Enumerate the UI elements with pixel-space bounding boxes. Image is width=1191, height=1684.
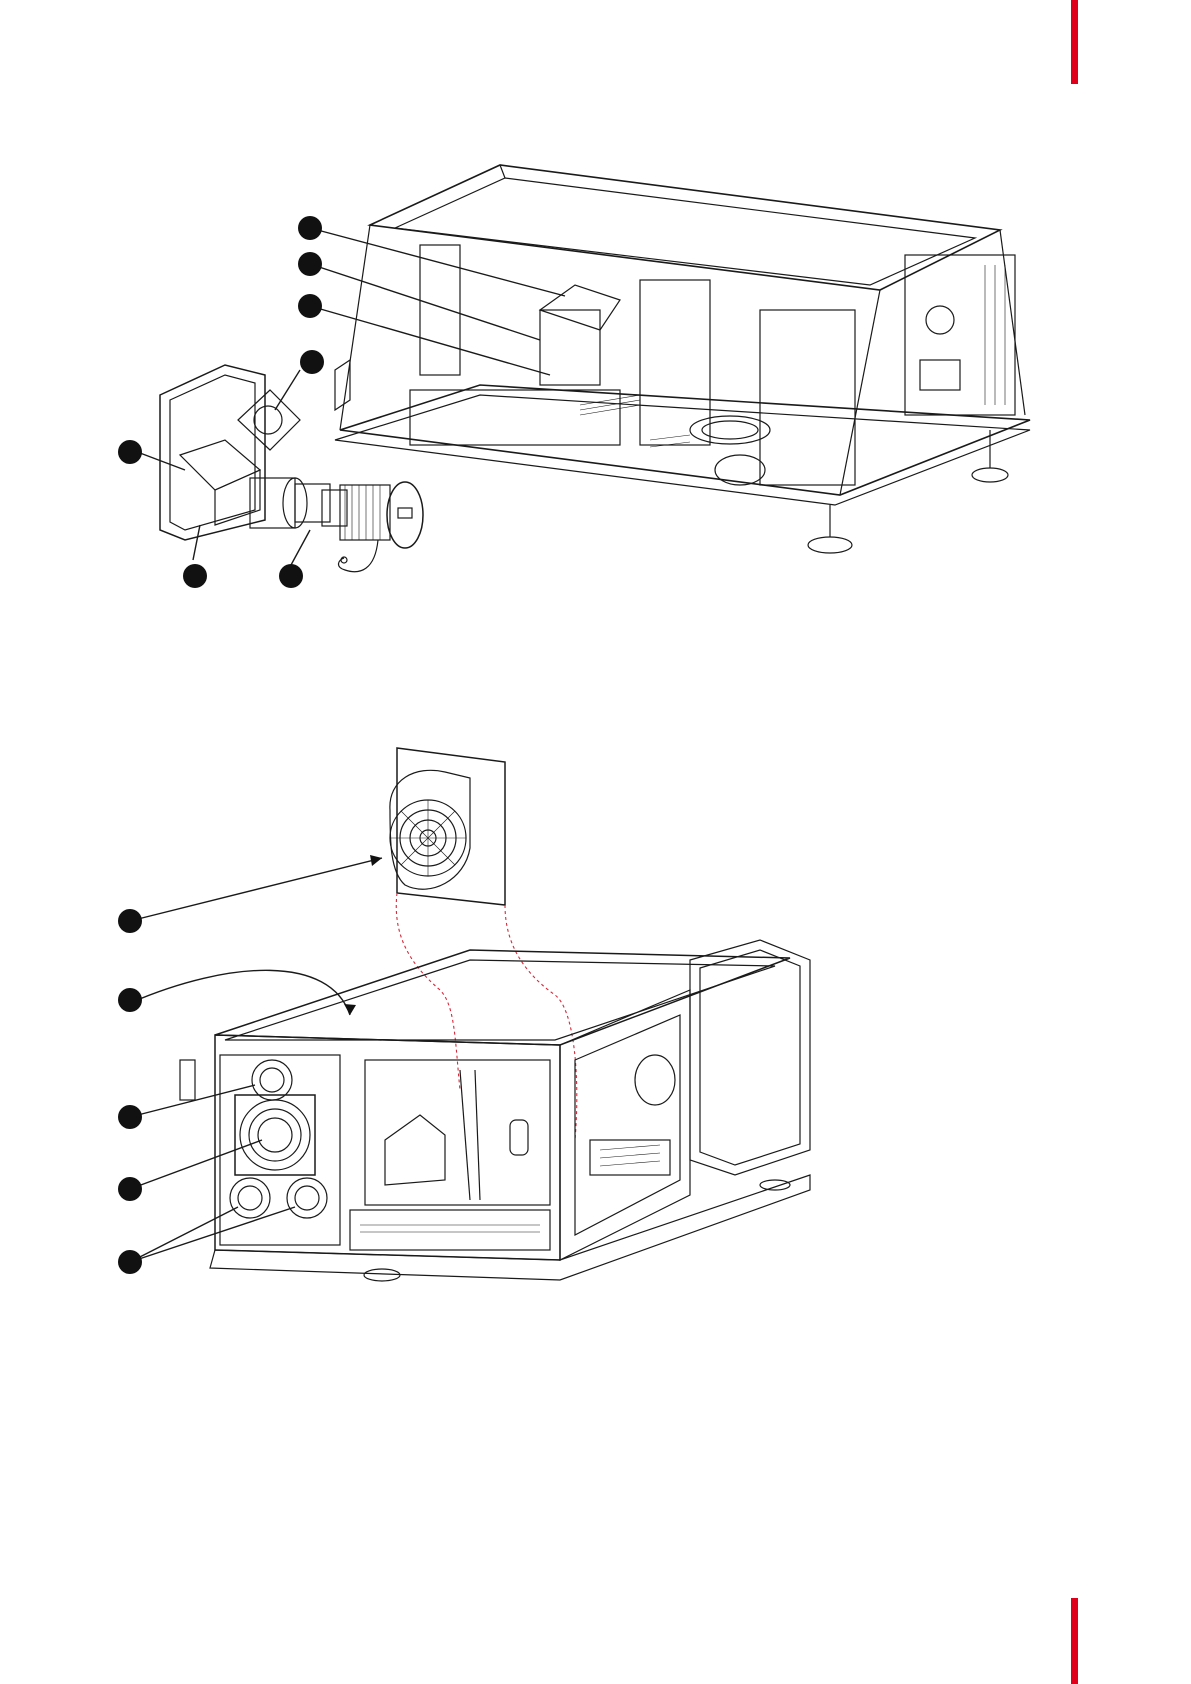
callout-leader-lines bbox=[130, 858, 382, 1262]
figure-top-exploded-view bbox=[0, 0, 1191, 620]
callout-marker-4 bbox=[300, 350, 324, 374]
callout-marker-7 bbox=[279, 564, 303, 588]
callout-marker-2 bbox=[118, 988, 142, 1012]
page-edge-marker-bottom bbox=[1071, 1598, 1078, 1684]
callout-marker-3 bbox=[118, 1105, 142, 1129]
callout-marker-1 bbox=[298, 216, 322, 240]
callout-marker-5 bbox=[118, 440, 142, 464]
callout-markers bbox=[118, 216, 324, 588]
callout-marker-2 bbox=[298, 252, 322, 276]
blower-fan-assembly bbox=[390, 748, 505, 905]
chassis-drawing-front bbox=[180, 940, 810, 1281]
chassis-drawing bbox=[335, 165, 1030, 553]
callout-marker-5 bbox=[118, 1250, 142, 1274]
callout-markers bbox=[118, 909, 142, 1274]
callout-marker-3 bbox=[298, 294, 322, 318]
callout-arrowheads bbox=[344, 855, 382, 1015]
callout-marker-4 bbox=[118, 1177, 142, 1201]
dashed-guide-lines bbox=[396, 893, 577, 1140]
callout-marker-6 bbox=[183, 564, 207, 588]
light-engine-assembly bbox=[160, 365, 423, 572]
callout-marker-1 bbox=[118, 909, 142, 933]
